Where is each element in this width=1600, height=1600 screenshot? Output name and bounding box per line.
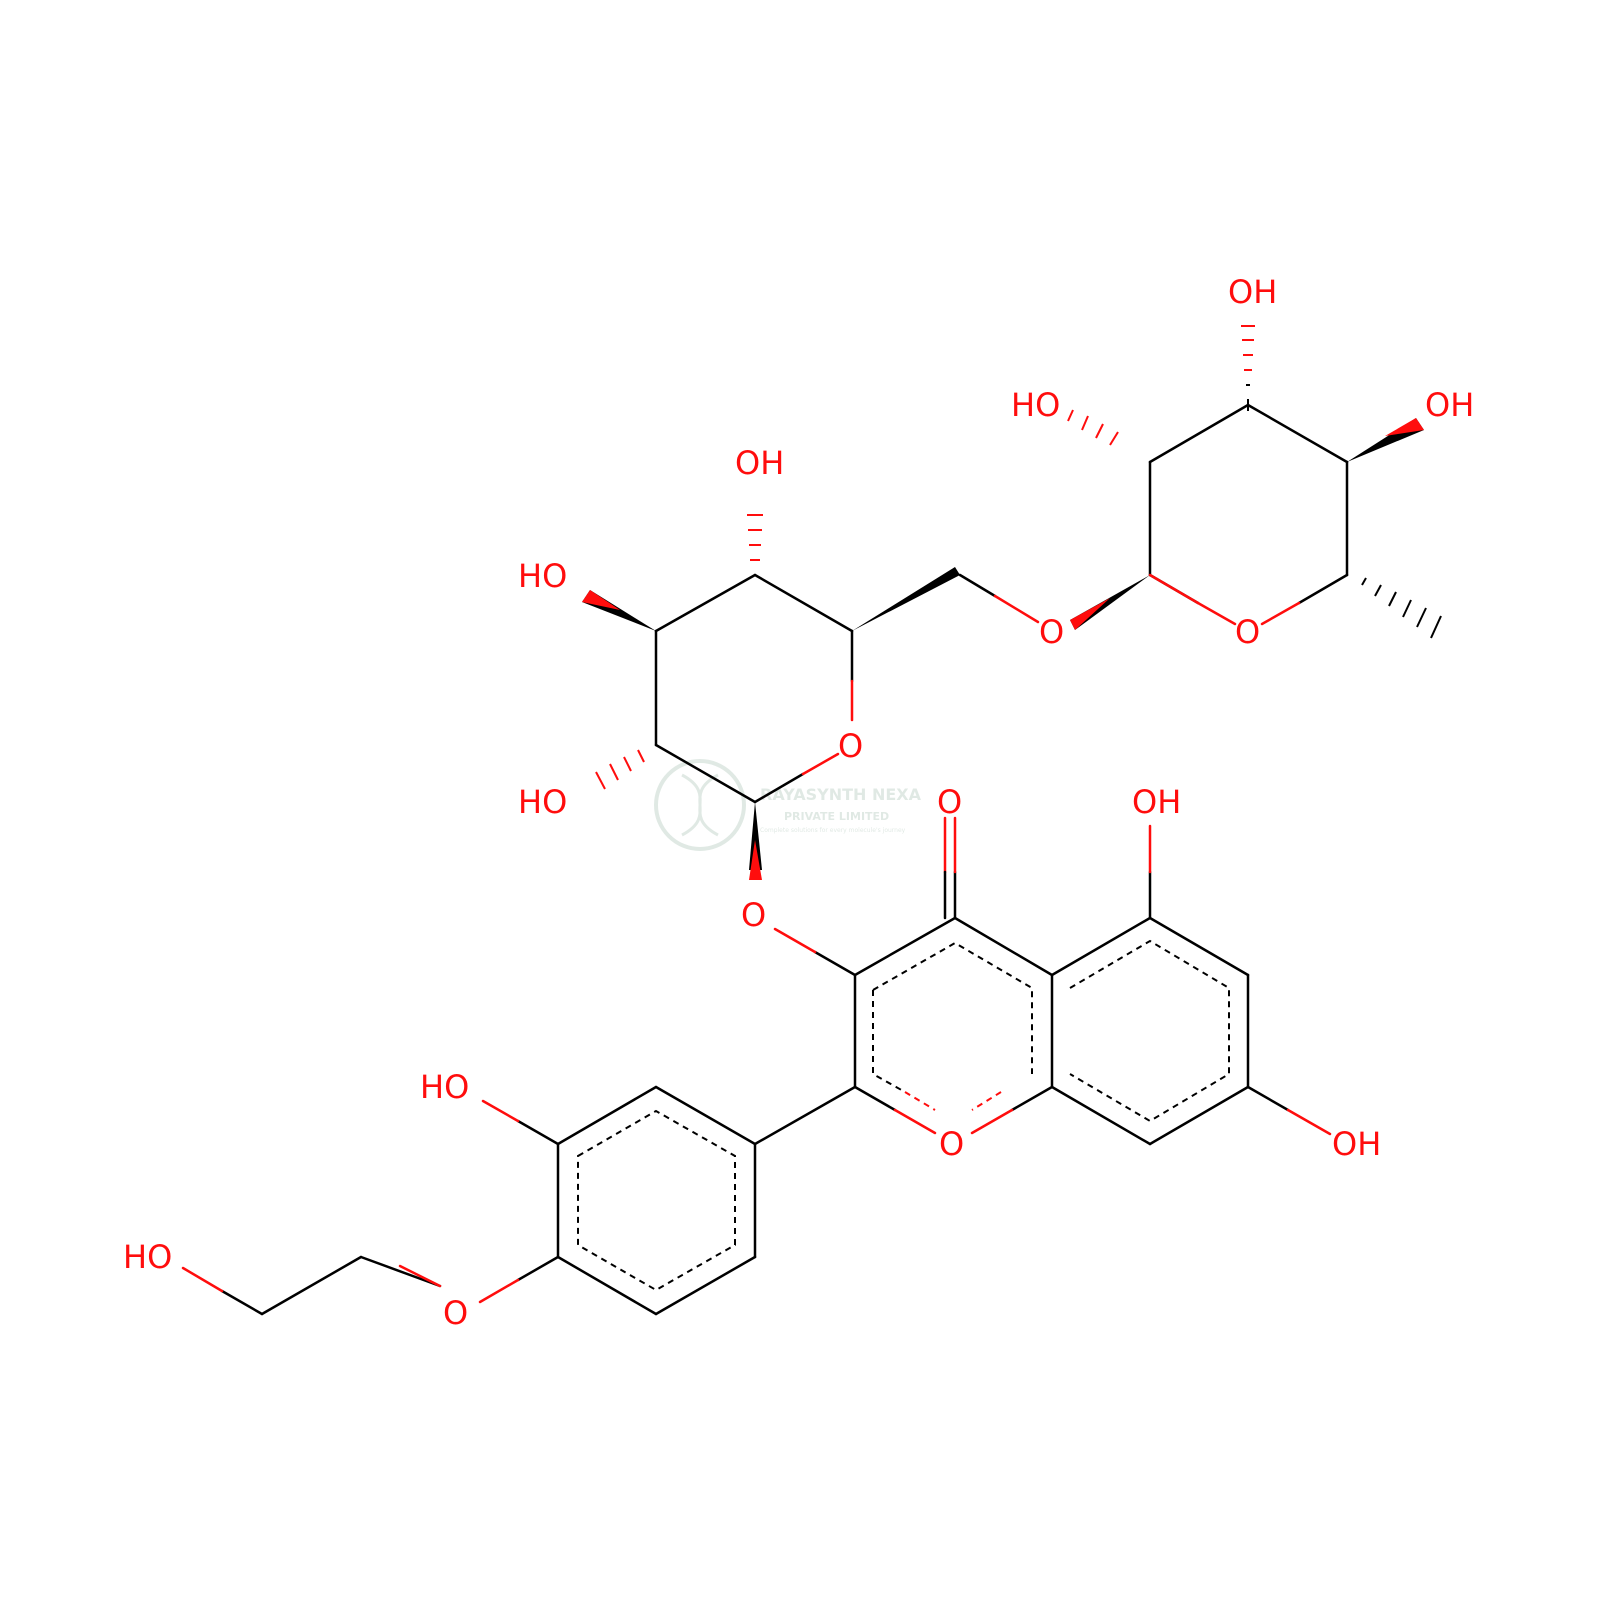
watermark-subtitle: PRIVATE LIMITED: [784, 810, 889, 823]
bond: [1246, 1085, 1290, 1112]
bond: [1148, 403, 1250, 464]
bond: [654, 1085, 757, 1146]
bond: [953, 916, 1054, 977]
wedge-bond: [1385, 418, 1424, 436]
bond: [853, 916, 957, 977]
oh-glc-left-upper-label: HO: [518, 557, 567, 595]
bond: [958, 573, 997, 598]
oh-c3prime-label: HO: [420, 1068, 469, 1106]
oh-rham-right-label: OH: [1425, 386, 1474, 424]
oh-rham-top-label: OH: [1228, 273, 1277, 311]
bond: [398, 1264, 442, 1288]
o-glc-ring-label: O: [838, 727, 863, 765]
oh-glc-top-label: OH: [735, 444, 784, 482]
bond: [481, 1099, 520, 1123]
oh-hydroxyethyl-label: HO: [123, 1238, 172, 1276]
hashed-bond-oh-rham-left: [1067, 409, 1119, 446]
bond: [1148, 1085, 1250, 1146]
bond: [1050, 916, 1152, 977]
aromatic-dashes-oxygen: [904, 1091, 1002, 1111]
bond: [893, 1108, 937, 1135]
atom-labels: OH HO OH O O OH HO O HO O O OH OH O HO O…: [123, 273, 1474, 1332]
o-carbonyl-label: O: [937, 783, 962, 821]
bond: [993, 594, 1040, 624]
aromatic-ring-a: [1069, 939, 1230, 1123]
oh-rham-left-label: HO: [1011, 386, 1060, 424]
bond: [773, 927, 817, 954]
bond: [654, 743, 757, 804]
bond: [1196, 601, 1237, 626]
bond: [516, 1255, 560, 1282]
bond: [556, 1085, 658, 1146]
bond: [1148, 573, 1200, 605]
hashed-bond-methyl: [1361, 577, 1442, 639]
dna-helix-icon: [654, 759, 746, 851]
hashed-bond: [1246, 384, 1250, 411]
o-rham-ring-label: O: [1235, 613, 1260, 651]
aromatic-ring-c-oxygen: [904, 1091, 1002, 1111]
bond: [359, 1255, 442, 1288]
bond: [1246, 403, 1349, 464]
bond: [1010, 1085, 1054, 1112]
bond: [853, 1085, 897, 1112]
bond: [813, 950, 857, 977]
o-chromone-ring-label: O: [939, 1125, 964, 1163]
wedge-bond: [749, 840, 762, 880]
o-glycosidic-link-label: O: [1039, 613, 1064, 651]
dna-helix-strand-icon: [681, 773, 719, 837]
hashed-bonds: [595, 325, 1442, 790]
bond: [478, 1278, 520, 1304]
bond: [801, 752, 840, 776]
bonds-carbon: [220, 403, 1349, 1316]
bond: [220, 1289, 264, 1316]
bond: [260, 1255, 363, 1316]
wedge-bond: [749, 802, 762, 870]
wedge-bond: [1070, 598, 1110, 630]
bond: [654, 573, 757, 633]
bond: [556, 1255, 658, 1316]
aromatic-ring-c: [872, 941, 1033, 1074]
hashed-bond-oh-glc-lower: [595, 749, 645, 790]
watermark-company-name: RAYASYNTH NEXA: [760, 785, 922, 804]
bond: [1286, 1108, 1332, 1136]
wedge-bond: [582, 590, 620, 610]
bond: [970, 1108, 1014, 1135]
bonds-oxygen: [181, 573, 1332, 1304]
bond: [1148, 916, 1250, 977]
bond: [753, 573, 854, 633]
bond: [1050, 1085, 1152, 1146]
bond: [1260, 601, 1301, 626]
o-anomeric-label: O: [741, 896, 766, 934]
bond: [181, 1266, 224, 1293]
bond: [1297, 573, 1349, 605]
aromatic-ring-c-lower: [872, 990, 906, 1093]
oh-c7-label: OH: [1332, 1125, 1381, 1163]
oh-glc-left-lower-label: HO: [518, 783, 567, 821]
wedge-bond: [852, 567, 960, 631]
aromatic-dashes: [577, 939, 1230, 1292]
watermark-tagline: Complete solutions for every molecule's …: [760, 827, 906, 834]
aromatic-ring-b: [577, 1109, 736, 1292]
o-ether-label: O: [443, 1294, 468, 1332]
wedge-bonds: [582, 418, 1424, 880]
bond: [753, 772, 805, 804]
bond: [516, 1119, 560, 1146]
bond: [753, 1085, 857, 1146]
watermark-logo: RAYASYNTH NEXA PRIVATE LIMITED Complete …: [654, 759, 922, 851]
hashed-bond-oh-rham-top: [1241, 325, 1255, 371]
bond: [654, 1255, 757, 1316]
oh-c5-label: OH: [1132, 783, 1181, 821]
hashed-bond-oh-glc-top: [747, 514, 763, 561]
